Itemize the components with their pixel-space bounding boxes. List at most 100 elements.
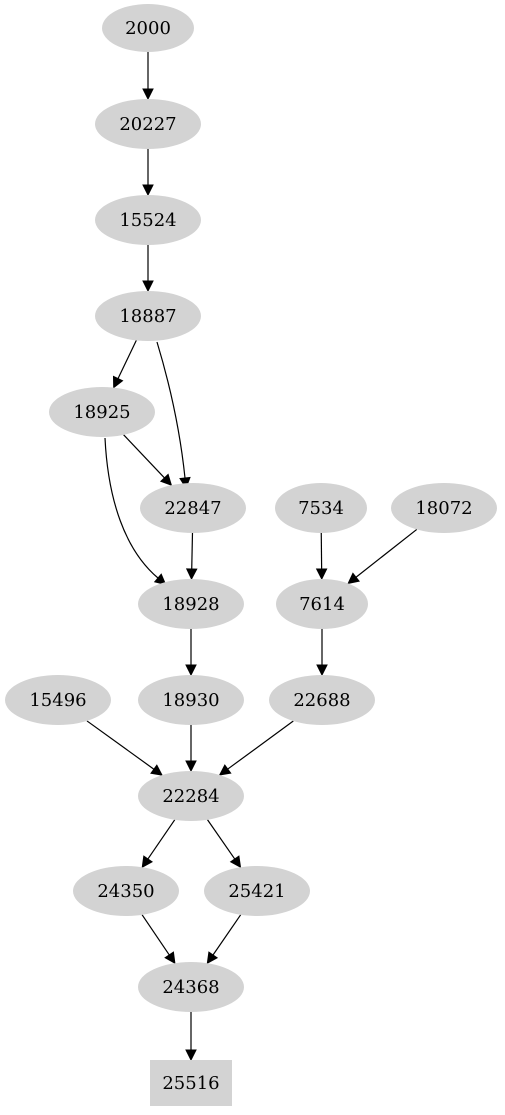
node-24350-shape bbox=[73, 866, 179, 916]
edge-18887-to-18925-arrowhead bbox=[112, 375, 124, 389]
node-22688: 22688 bbox=[269, 675, 375, 725]
node-label: 7534 bbox=[298, 498, 344, 519]
edge-7614-to-22688 bbox=[316, 629, 328, 677]
node-22284: 22284 bbox=[138, 771, 244, 821]
edge-22284-to-24350 bbox=[141, 819, 176, 869]
node-20227-shape bbox=[95, 99, 201, 149]
node-7534: 7534 bbox=[275, 483, 367, 533]
edge-7534-to-7614 bbox=[315, 532, 328, 581]
edge-22847-to-18928 bbox=[185, 532, 198, 581]
edge-20227-to-15524 bbox=[142, 149, 154, 197]
edge-22688-to-22284 bbox=[218, 720, 294, 776]
edge-18887-to-18925-line bbox=[117, 340, 137, 379]
node-label: 15524 bbox=[119, 210, 176, 231]
node-18928-shape bbox=[138, 579, 244, 629]
edge-22284-to-25421 bbox=[207, 819, 242, 869]
edge-22688-to-22284-line bbox=[227, 720, 294, 770]
node-label: 24368 bbox=[162, 977, 219, 998]
edge-25421-to-24368-line bbox=[212, 914, 242, 956]
node-18072: 18072 bbox=[391, 483, 497, 533]
edge-20227-to-15524-arrowhead bbox=[142, 184, 154, 197]
node-7534-shape bbox=[275, 483, 367, 533]
edge-24368-to-25516-arrowhead bbox=[185, 1049, 197, 1062]
node-20227: 20227 bbox=[95, 99, 201, 149]
node-22688-shape bbox=[269, 675, 375, 725]
edge-18930-to-22284-arrowhead bbox=[185, 760, 197, 773]
edge-18887-to-22847 bbox=[156, 341, 191, 490]
node-15524-shape bbox=[95, 195, 201, 245]
edge-7614-to-22688-arrowhead bbox=[316, 664, 328, 677]
edge-18925-to-18928-line bbox=[104, 437, 159, 579]
node-7614: 7614 bbox=[276, 579, 368, 629]
edge-22847-to-18928-line bbox=[191, 532, 194, 570]
edge-18925-to-22847-arrowhead bbox=[159, 473, 173, 486]
node-2000-shape bbox=[102, 4, 194, 52]
node-18930-shape bbox=[138, 675, 244, 725]
edge-25421-to-24368 bbox=[206, 914, 242, 965]
node-label: 18887 bbox=[119, 306, 176, 327]
node-24350: 24350 bbox=[73, 866, 179, 916]
node-18887: 18887 bbox=[95, 291, 201, 341]
node-15496: 15496 bbox=[5, 675, 111, 725]
edge-22284-to-25421-line bbox=[207, 819, 236, 860]
edge-7534-to-7614-arrowhead bbox=[315, 568, 328, 581]
node-18925-shape bbox=[49, 387, 155, 437]
node-18072-shape bbox=[391, 483, 497, 533]
node-label: 25421 bbox=[228, 881, 285, 902]
edge-18072-to-7614-line bbox=[355, 528, 418, 578]
node-label: 22847 bbox=[164, 498, 221, 519]
edge-24350-to-24368-line bbox=[141, 914, 170, 956]
node-2000: 2000 bbox=[102, 4, 194, 52]
node-label: 22688 bbox=[293, 690, 350, 711]
edge-18887-to-18925 bbox=[112, 340, 137, 389]
edge-24368-to-25516 bbox=[185, 1012, 197, 1062]
node-label: 20227 bbox=[119, 114, 176, 135]
edge-15496-to-22284-line bbox=[86, 720, 155, 770]
node-label: 2000 bbox=[125, 18, 171, 39]
node-18925: 18925 bbox=[49, 387, 155, 437]
node-18887-shape bbox=[95, 291, 201, 341]
edge-22284-to-24350-arrowhead bbox=[141, 855, 154, 869]
node-18928: 18928 bbox=[138, 579, 244, 629]
node-25421: 25421 bbox=[204, 866, 310, 916]
node-label: 18930 bbox=[162, 690, 219, 711]
node-label: 18928 bbox=[162, 594, 219, 615]
node-25421-shape bbox=[204, 866, 310, 916]
edge-15496-to-22284-arrowhead bbox=[150, 764, 163, 776]
nodes-layer: 2000 20227 15524 18887 18925 22847 7534 18072 18… bbox=[5, 4, 497, 1106]
edge-22284-to-25421-arrowhead bbox=[229, 855, 242, 869]
node-7614-shape bbox=[276, 579, 368, 629]
edge-18925-to-22847-line bbox=[123, 434, 165, 479]
edge-22688-to-22284-arrowhead bbox=[218, 764, 232, 776]
node-label: 24350 bbox=[97, 881, 154, 902]
edge-18930-to-22284 bbox=[185, 725, 197, 773]
node-25516: 25516 bbox=[150, 1060, 232, 1106]
node-18930: 18930 bbox=[138, 675, 244, 725]
node-15496-shape bbox=[5, 675, 111, 725]
edge-18928-to-18930-arrowhead bbox=[185, 664, 197, 677]
edge-2000-to-20227-arrowhead bbox=[142, 88, 154, 101]
node-22847-shape bbox=[140, 483, 246, 533]
edge-25421-to-24368-arrowhead bbox=[206, 951, 219, 965]
edge-18925-to-22847 bbox=[123, 434, 173, 486]
edge-18925-to-18928 bbox=[104, 437, 167, 586]
node-25516-shape bbox=[150, 1060, 232, 1106]
edge-22284-to-24350-line bbox=[147, 819, 176, 860]
edge-18072-to-7614-arrowhead bbox=[347, 572, 360, 585]
edge-18072-to-7614 bbox=[347, 528, 418, 585]
node-15524: 15524 bbox=[95, 195, 201, 245]
node-22284-shape bbox=[138, 771, 244, 821]
node-24368-shape bbox=[138, 962, 244, 1012]
edge-15496-to-22284 bbox=[86, 720, 163, 776]
node-label: 18925 bbox=[73, 402, 130, 423]
edge-18928-to-18930 bbox=[185, 629, 197, 677]
edge-2000-to-20227 bbox=[142, 52, 154, 101]
edge-22847-to-18928-arrowhead bbox=[185, 568, 198, 581]
edge-18887-to-22847-line bbox=[156, 341, 186, 479]
node-label: 15496 bbox=[29, 690, 86, 711]
node-label: 22284 bbox=[162, 786, 219, 807]
node-24368: 24368 bbox=[138, 962, 244, 1012]
node-label: 25516 bbox=[162, 1073, 219, 1094]
edges-layer bbox=[86, 52, 418, 1062]
node-label: 18072 bbox=[415, 498, 472, 519]
